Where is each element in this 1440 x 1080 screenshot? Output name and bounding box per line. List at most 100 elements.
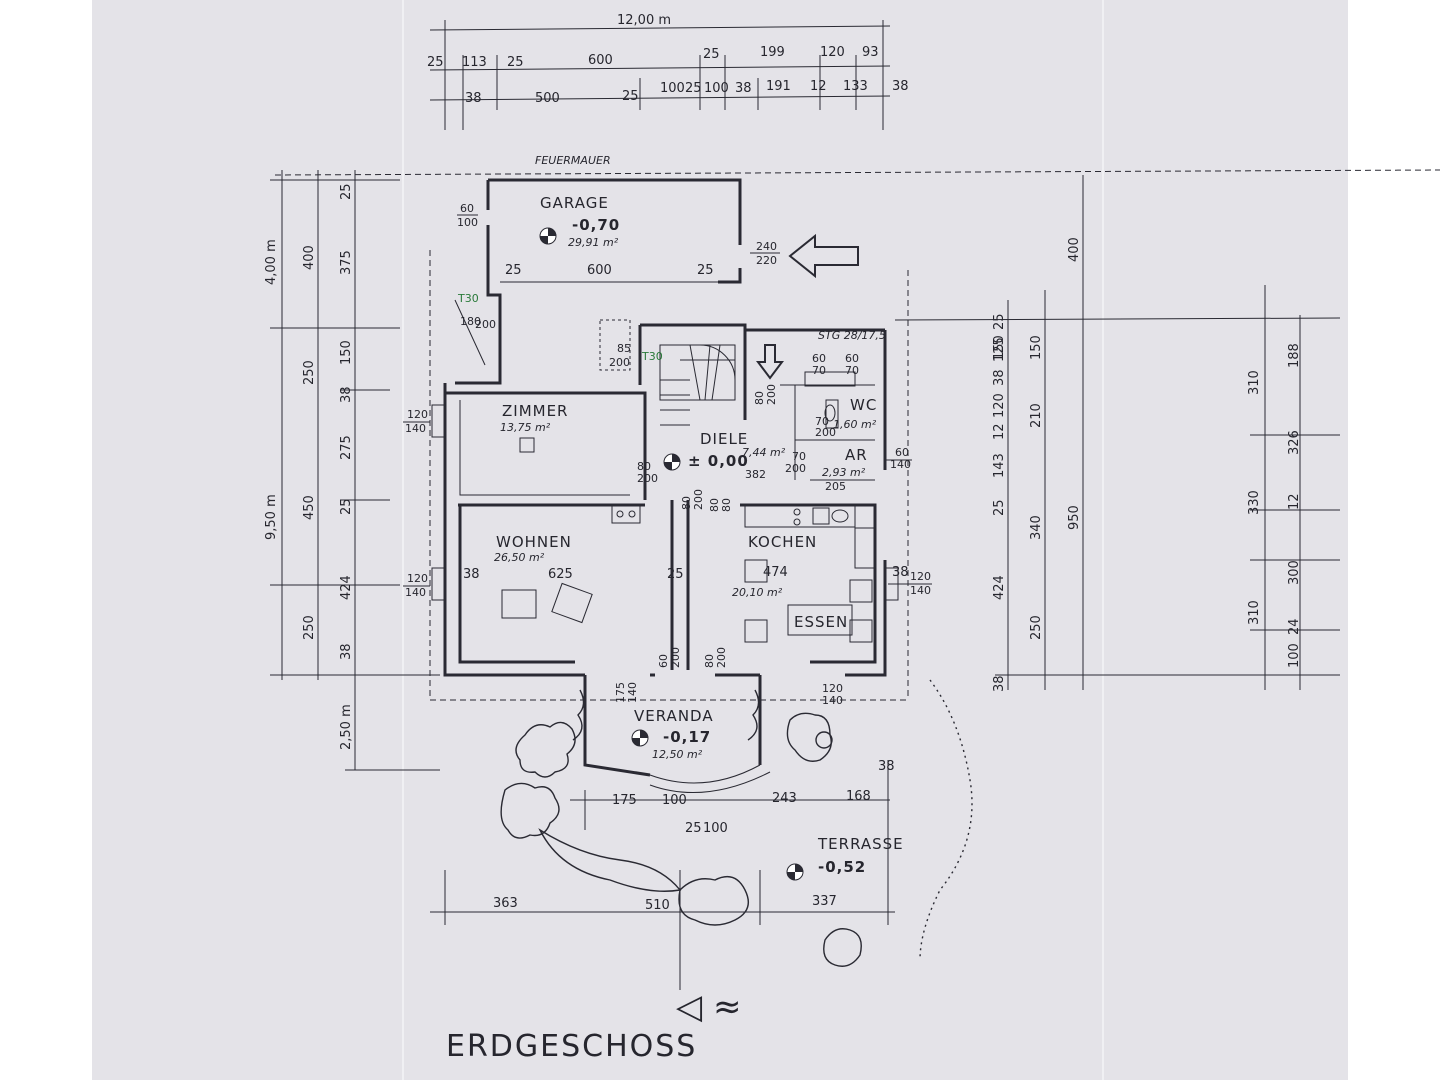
diele-dim: 382 [745, 468, 766, 481]
dim-right: 150 [992, 335, 1007, 360]
terrasse-level: -0,52 [818, 858, 866, 876]
dim-top: 25 [685, 81, 702, 96]
opening-label: 200 [765, 384, 778, 405]
dim-right: 400 [1067, 237, 1082, 262]
dim-right: 120 [992, 393, 1007, 418]
opening-label: 60 [460, 202, 474, 215]
wall-label: 38 [463, 567, 480, 582]
dim-bottom: 510 [645, 898, 670, 913]
level-marker-icon [787, 864, 803, 880]
kochen-dim: 474 [763, 565, 788, 580]
ar-name: AR [845, 446, 868, 464]
opening-label: 80 [680, 496, 693, 510]
opening-label: 60 [895, 446, 909, 459]
dim-bottom: 38 [878, 759, 895, 774]
garage-level: -0,70 [572, 216, 620, 234]
opening-label: 80 [753, 391, 766, 405]
dim-right: 143 [992, 453, 1007, 478]
staircase: T30 85 200 STG 28/17,5 [599, 319, 886, 426]
dim-top: 25 [427, 55, 444, 70]
dim-top: 120 [820, 45, 845, 60]
dim-right: 310 [1247, 370, 1262, 395]
dim-bottom: 100 [703, 821, 728, 836]
kochen-area: 20,10 m² [732, 586, 783, 599]
dim-right: 38 [992, 675, 1007, 692]
dim-right: 38 [992, 369, 1007, 386]
veranda: VERANDA -0,17 12,50 m² [583, 675, 771, 793]
dim-left: 375 [339, 250, 354, 275]
fire-door-label: T30 [641, 350, 663, 363]
ar-dim: 205 [825, 480, 846, 493]
opening-label: 70 [792, 450, 806, 463]
dim-right: 25 [992, 313, 1007, 330]
dim-label: 25 [697, 263, 714, 278]
wall-label: 38 [892, 565, 909, 580]
down-arrow-icon [756, 344, 784, 380]
essen-name: ESSEN [794, 613, 848, 631]
dim-right: 12 [992, 423, 1007, 440]
dim-bottom: 243 [772, 791, 797, 806]
dim-top: 38 [892, 79, 909, 94]
dim-overall-width: 12,00 m [617, 13, 671, 28]
dim-bottom: 337 [812, 894, 837, 909]
diele-level: ± 0,00 [688, 452, 749, 470]
opening-label: 140 [405, 586, 426, 599]
dim-top: 25 [507, 55, 524, 70]
veranda-level: -0,17 [663, 728, 711, 746]
dim-top: 500 [535, 91, 560, 106]
dim-left: 9,50 m [264, 494, 279, 540]
fold-line [402, 0, 404, 1080]
wall-label: 25 [667, 567, 684, 582]
dim-right: 950 [1067, 505, 1082, 530]
dim-right: 424 [992, 575, 1007, 600]
left-dimensions: 4,00 m 9,50 m 2,50 m 400 250 450 250 25 … [264, 170, 440, 771]
opening-label: 70 [845, 364, 859, 377]
opening-label: 140 [626, 682, 639, 703]
garage-name: GARAGE [540, 194, 609, 212]
wohnen-dim: 625 [548, 567, 573, 582]
dim-right: 340 [1029, 515, 1044, 540]
dim-right: 12 [1287, 493, 1302, 510]
level-marker-icon [664, 454, 680, 470]
dim-left: 38 [339, 643, 354, 660]
dim-right: 300 [1287, 560, 1302, 585]
veranda-area: 12,50 m² [652, 748, 703, 761]
dim-bottom: 25 [685, 821, 702, 836]
dim-left: 275 [339, 435, 354, 460]
dim-top: 113 [462, 55, 487, 70]
dim-right: 310 [1247, 600, 1262, 625]
dim-bottom: 100 [662, 793, 687, 808]
dim-top: 199 [760, 45, 785, 60]
room-labels: ZIMMER 13,75 m² DIELE 7,44 m² ± 0,00 382… [463, 396, 909, 636]
opening-label: 200 [692, 489, 705, 510]
garage: GARAGE -0,70 29,91 m² 25 600 25 60 100 2… [454, 178, 859, 385]
dim-right: 100 [1287, 643, 1302, 668]
diele-name: DIELE [700, 430, 748, 448]
dim-left: 400 [302, 245, 317, 270]
dim-left: 25 [339, 183, 354, 200]
dim-left: 424 [339, 575, 354, 600]
opening-label: 120 [910, 570, 931, 583]
dim-right: 330 [1247, 490, 1262, 515]
garage-area: 29,91 m² [568, 236, 619, 249]
opening-label: 80 [708, 498, 721, 512]
opening-label: 70 [815, 415, 829, 428]
dim-right: 24 [1287, 618, 1302, 635]
opening-label: 100 [457, 216, 478, 229]
wc-name: WC [850, 396, 877, 414]
bottom-dimensions: 175 100 243 168 38 25 100 363 510 337 [430, 759, 895, 990]
dim-right: 25 [992, 499, 1007, 516]
zimmer-name: ZIMMER [502, 402, 568, 420]
dim-left: 250 [302, 615, 317, 640]
opening-label: 85 [617, 342, 631, 355]
opening-label: 60 [812, 352, 826, 365]
veranda-name: VERANDA [634, 707, 714, 725]
wohnen-area: 26,50 m² [494, 551, 545, 564]
opening-label: 140 [822, 694, 843, 707]
dim-top: 12 [810, 79, 827, 94]
dim-right: 210 [1029, 403, 1044, 428]
opening-label: 80 [720, 498, 733, 512]
dim-left: 38 [339, 386, 354, 403]
dim-label: 25 [505, 263, 522, 278]
firewall-line [274, 169, 1440, 176]
